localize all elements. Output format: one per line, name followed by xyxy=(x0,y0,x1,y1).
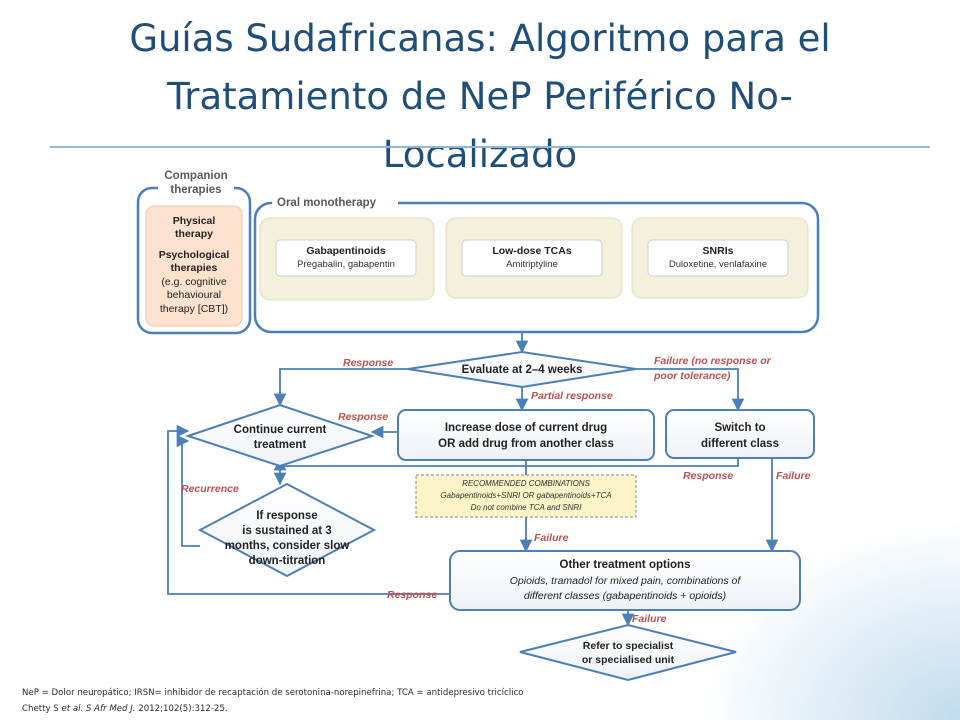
label-response-increase: Response xyxy=(338,411,388,423)
sustained-response-line-3: months, consider slow xyxy=(225,540,350,552)
psych-therapies-line-3: (e.g. cognitive xyxy=(161,276,227,288)
tca-box xyxy=(461,239,603,277)
continue-treatment-line-2: treatment xyxy=(254,439,307,451)
label-response-evaluate: Response xyxy=(343,357,393,369)
recommended-combinations-box xyxy=(415,474,637,518)
label-partial-response: Partial response xyxy=(531,390,613,402)
evaluate-label: Evaluate at 2–4 weeks xyxy=(462,364,583,376)
recommended-combinations-line-3: Do not combine TCA and SNRI xyxy=(471,503,583,512)
increase-dose-line-2: OR add drug from another class xyxy=(438,438,614,450)
evaluate-diamond xyxy=(407,350,637,389)
recommended-combinations-line-2: Gabapentinoids+SNRI OR gabapentinoids+TC… xyxy=(440,491,611,500)
gabapentinoids-name: Gabapentinoids xyxy=(306,245,386,257)
tca-detail: Amitriptyline xyxy=(506,259,558,270)
psych-therapies-line-1: Psychological xyxy=(159,249,230,261)
companion-heading-line-1: Companion xyxy=(164,170,227,182)
companion-therapies-box xyxy=(145,205,243,327)
recommended-combinations-heading: RECOMMENDED COMBINATIONS xyxy=(462,479,591,488)
gabapentinoids-box xyxy=(275,239,417,277)
label-response-other: Response xyxy=(387,589,437,601)
label-recurrence: Recurrence xyxy=(181,483,239,495)
refer-specialist-line-1: Refer to specialist xyxy=(583,640,674,652)
oral-heading-mask xyxy=(272,194,398,210)
increase-dose-line-1: Increase dose of current drug xyxy=(445,422,607,434)
refer-specialist-diamond xyxy=(519,623,737,682)
abbreviations-note: NeP = Dolor neuropático; IRSN= inhibidor… xyxy=(22,688,524,698)
label-failure-line-2: poor tolerance) xyxy=(653,370,731,382)
continue-treatment-diamond xyxy=(184,403,376,468)
sustained-response-line-4: down-titration xyxy=(249,555,326,567)
sustained-response-line-1: If response xyxy=(256,510,317,522)
other-treatment-heading: Other treatment options xyxy=(560,559,691,571)
title-line-3: Localizado xyxy=(382,133,578,176)
oral-monotherapy-heading: Oral monotherapy xyxy=(277,197,377,209)
switch-class-box xyxy=(665,409,815,459)
label-failure-switch: Failure xyxy=(776,470,811,482)
label-response-switch: Response xyxy=(683,470,733,482)
sustained-response-line-2: is sustained at 3 xyxy=(242,525,331,537)
citation: Chetty S et al. S Afr Med J. 2012;102(5)… xyxy=(22,701,922,717)
companion-heading-mask xyxy=(158,168,234,196)
physical-therapy-line-2: therapy xyxy=(175,228,213,240)
snri-box xyxy=(647,239,789,277)
title-divider xyxy=(50,146,930,148)
label-failure-line-1: Failure (no response or xyxy=(654,355,772,367)
citation-author: Chetty S xyxy=(22,704,62,714)
oral-monotherapy-frame xyxy=(253,201,820,334)
citation-details: 2012;102(5):312-25. xyxy=(135,704,228,714)
increase-dose-box xyxy=(397,409,655,461)
physical-therapy-line-1: Physical xyxy=(173,215,216,227)
companion-heading-line-2: therapies xyxy=(170,184,221,196)
label-failure-increase: Failure xyxy=(534,532,569,544)
title-line-2: Tratamiento de NeP Periférico No- xyxy=(167,75,793,118)
citation-journal: et al. S Afr Med J. xyxy=(61,704,136,714)
slide-title: Guías Sudafricanas: Algoritmo para el Tr… xyxy=(0,10,960,184)
continue-treatment-line-1: Continue current xyxy=(234,424,327,436)
refer-specialist-line-2: or specialised unit xyxy=(582,654,675,666)
footnote: NeP = Dolor neuropático; IRSN= inhibidor… xyxy=(22,685,922,717)
snri-detail: Duloxetine, venlafaxine xyxy=(669,259,767,270)
snri-name: SNRIs xyxy=(703,245,734,257)
switch-class-line-2: different class xyxy=(701,438,779,450)
other-treatment-box xyxy=(449,550,801,611)
tca-name: Low-dose TCAs xyxy=(492,245,571,257)
gabapentinoids-detail: Pregabalin, gabapentin xyxy=(297,259,395,270)
sustained-response-diamond xyxy=(197,482,377,578)
title-line-1: Guías Sudafricanas: Algoritmo para el xyxy=(129,17,831,60)
other-treatment-line-2: Opioids, tramadol for mixed pain, combin… xyxy=(510,575,742,587)
other-treatment-line-3: different classes (gabapentinoids + opio… xyxy=(524,590,726,602)
label-failure-other: Failure xyxy=(632,613,667,625)
psych-therapies-line-5: therapy [CBT]) xyxy=(160,303,228,315)
psych-therapies-line-2: therapies xyxy=(171,262,218,274)
switch-class-line-1: Switch to xyxy=(714,422,765,434)
psych-therapies-line-4: behavioural xyxy=(167,289,221,301)
